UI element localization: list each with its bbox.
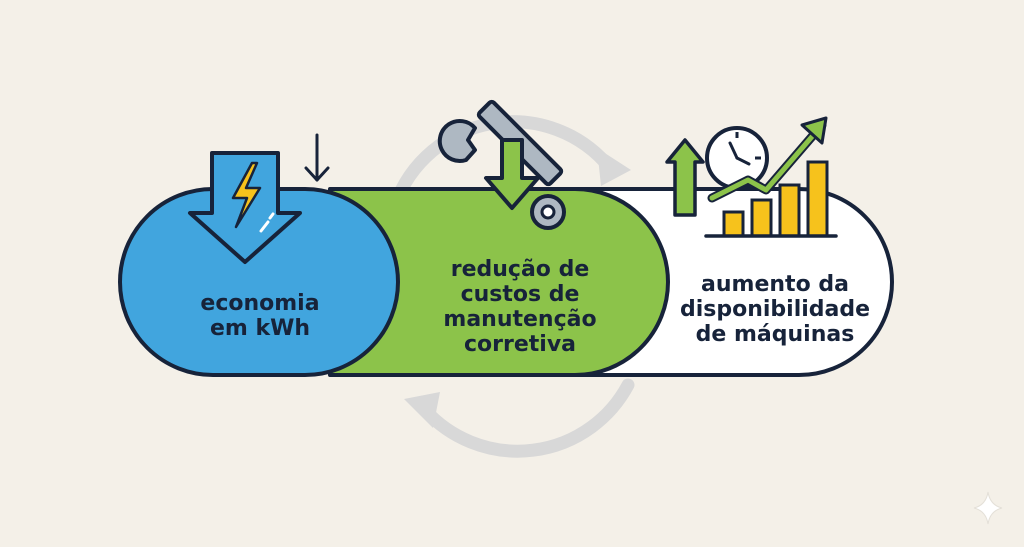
segment-label-line: manutenção <box>443 307 597 332</box>
segment-maintenance <box>328 187 670 377</box>
segment-label-line: redução de <box>450 257 590 282</box>
segment-label-maintenance: redução de custos de manutenção corretiv… <box>395 257 645 357</box>
segment-label-line: economia <box>200 291 320 316</box>
cycle-arrowhead-bottom <box>404 392 440 428</box>
wrench-down-arrow-icon <box>437 99 566 230</box>
down-arrow-lightning-icon <box>188 151 302 264</box>
clock-rising-bar-chart-icon <box>665 116 838 238</box>
segment-label-line: em kWh <box>209 316 311 341</box>
segment-label-line: aumento da <box>701 272 849 297</box>
small-down-arrow-icon <box>304 133 330 182</box>
cycle-arrow-bottom <box>418 378 635 458</box>
segment-label-line: disponibilidade <box>679 297 871 322</box>
segment-label-availability: aumento da disponibilidade de máquinas <box>660 272 890 347</box>
segment-energy <box>118 187 400 377</box>
segment-label-line: de máquinas <box>695 322 855 347</box>
segment-label-line: custos de <box>460 282 580 307</box>
cycle-arrowhead-top <box>597 148 631 186</box>
segment-label-energy: economia em kWh <box>150 291 370 341</box>
sparkle-icon <box>973 491 1003 525</box>
segment-label-line: corretiva <box>463 332 577 357</box>
